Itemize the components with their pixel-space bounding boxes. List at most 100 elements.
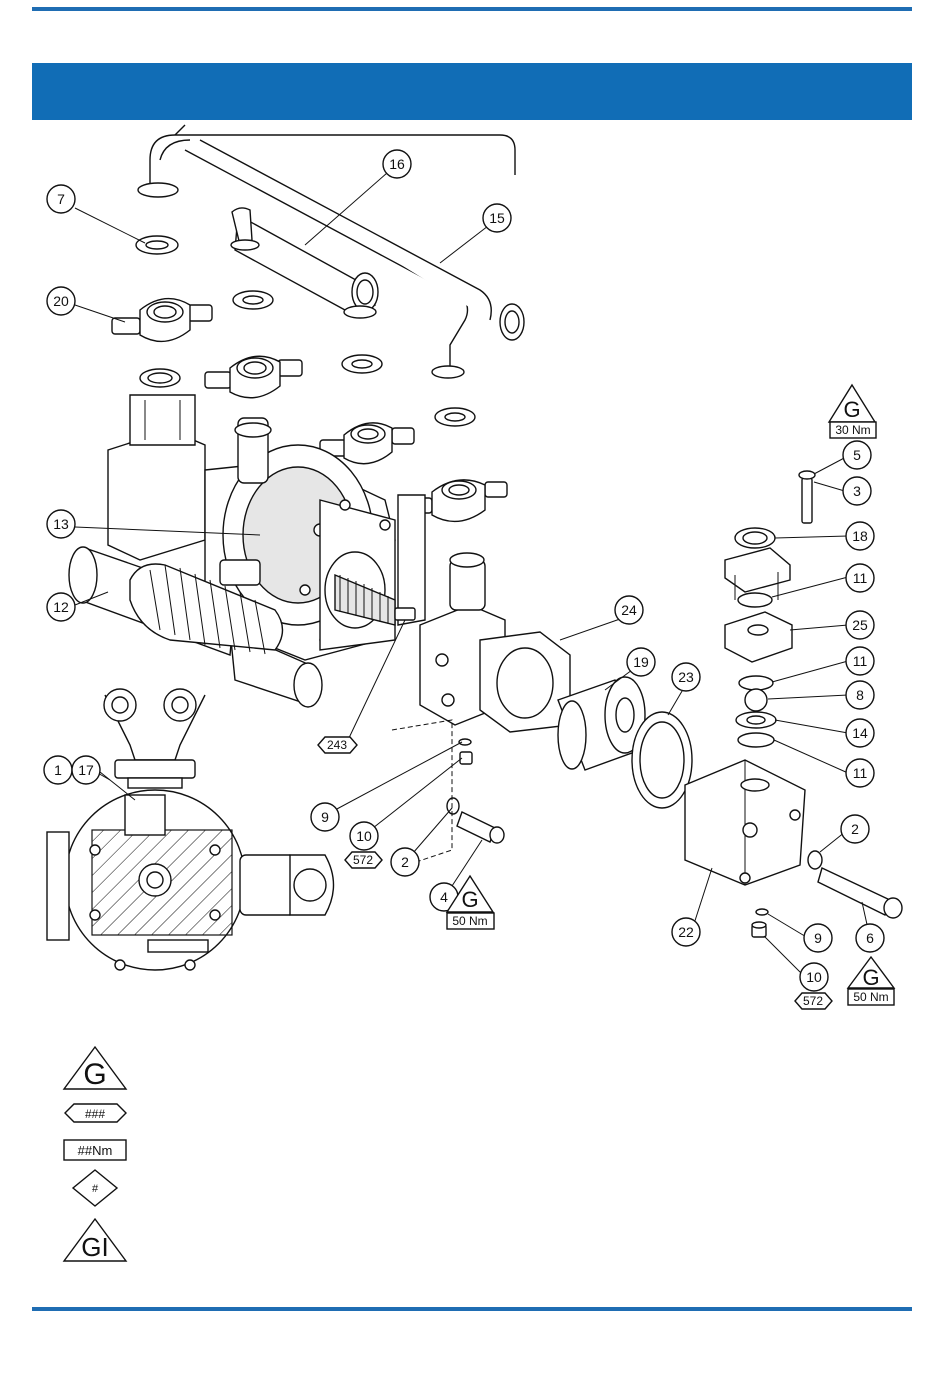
callout-23: 23 bbox=[672, 663, 700, 691]
seal-ring-23 bbox=[632, 712, 692, 808]
seat-14 bbox=[736, 712, 776, 728]
legend-torque-symbol: ##Nm bbox=[64, 1140, 126, 1160]
callout-572-right: 572 bbox=[795, 993, 832, 1009]
callout-572-left: 572 bbox=[345, 852, 382, 868]
svg-text:3: 3 bbox=[853, 483, 861, 499]
svg-text:G: G bbox=[843, 397, 860, 422]
callout-2-left: 2 bbox=[391, 848, 419, 876]
block-25 bbox=[725, 612, 792, 662]
callout-25: 25 bbox=[846, 611, 874, 639]
svg-text:20: 20 bbox=[53, 293, 69, 309]
torque-mark-50nm-right: G 50 Nm bbox=[848, 957, 894, 1005]
callout-11-mid: 11 bbox=[846, 647, 874, 675]
bolt-4 bbox=[457, 812, 504, 843]
svg-text:23: 23 bbox=[678, 669, 694, 685]
torque-mark-50nm-left: G 50 Nm bbox=[447, 876, 494, 929]
screw-3 bbox=[799, 471, 815, 523]
svg-text:G: G bbox=[83, 1058, 106, 1091]
callout-11-top: 11 bbox=[846, 564, 874, 592]
ball-8 bbox=[745, 689, 767, 711]
svg-text:15: 15 bbox=[489, 210, 505, 226]
pipe-assembly-15 bbox=[138, 125, 524, 378]
callout-12: 12 bbox=[47, 593, 75, 621]
callout-10-left: 10 bbox=[350, 822, 378, 850]
callout-16: 16 bbox=[383, 150, 411, 178]
ferrule-top-left bbox=[140, 369, 180, 387]
svg-text:12: 12 bbox=[53, 599, 69, 615]
o-ring-11-mid bbox=[739, 676, 773, 690]
svg-text:2: 2 bbox=[851, 821, 859, 837]
callout-1: 1 bbox=[44, 756, 72, 784]
front-view bbox=[47, 689, 334, 970]
callout-2-right: 2 bbox=[841, 815, 869, 843]
svg-text:6: 6 bbox=[866, 930, 874, 946]
legend-item-symbol: # bbox=[73, 1170, 117, 1206]
callout-15: 15 bbox=[483, 204, 511, 232]
svg-text:17: 17 bbox=[78, 762, 94, 778]
svg-text:9: 9 bbox=[814, 930, 822, 946]
svg-text:572: 572 bbox=[803, 994, 823, 1008]
fitting-18 bbox=[725, 528, 790, 600]
legend-grease-symbol: G bbox=[64, 1047, 126, 1091]
svg-text:G: G bbox=[461, 887, 478, 912]
callout-8: 8 bbox=[846, 681, 874, 709]
svg-text:4: 4 bbox=[440, 889, 448, 905]
svg-text:7: 7 bbox=[57, 191, 65, 207]
dashed-assembly-line bbox=[392, 720, 452, 870]
svg-text:50 Nm: 50 Nm bbox=[853, 990, 888, 1004]
svg-text:16: 16 bbox=[389, 156, 405, 172]
callout-10-right: 10 bbox=[800, 963, 828, 991]
svg-text:10: 10 bbox=[806, 969, 822, 985]
washer-9-left bbox=[459, 739, 471, 745]
callout-13: 13 bbox=[47, 510, 75, 538]
svg-text:24: 24 bbox=[621, 602, 637, 618]
callout-19: 19 bbox=[627, 648, 655, 676]
svg-text:22: 22 bbox=[678, 924, 694, 940]
filter-housing-24 bbox=[420, 553, 570, 732]
svg-text:11: 11 bbox=[853, 570, 868, 586]
bolt-6 bbox=[818, 868, 902, 918]
o-ring-11-top bbox=[738, 593, 772, 607]
callout-5: 5 bbox=[843, 441, 871, 469]
valve-block-left bbox=[108, 395, 205, 560]
callout-24: 24 bbox=[615, 596, 643, 624]
torque-mark-30nm: G 30 Nm bbox=[829, 385, 876, 438]
callout-7: 7 bbox=[47, 185, 75, 213]
svg-text:#: # bbox=[92, 1183, 99, 1195]
svg-text:50 Nm: 50 Nm bbox=[452, 914, 487, 928]
svg-text:9: 9 bbox=[321, 809, 329, 825]
svg-text:10: 10 bbox=[356, 828, 372, 844]
svg-text:GI: GI bbox=[81, 1232, 108, 1262]
svg-text:11: 11 bbox=[853, 765, 868, 781]
svg-text:5: 5 bbox=[853, 447, 861, 463]
block-22 bbox=[685, 760, 805, 885]
callout-9-left: 9 bbox=[311, 803, 339, 831]
svg-text:19: 19 bbox=[633, 654, 649, 670]
gasket-7 bbox=[136, 236, 178, 254]
plug-10-right bbox=[752, 922, 766, 937]
svg-text:8: 8 bbox=[856, 687, 864, 703]
svg-text:18: 18 bbox=[852, 528, 868, 544]
callout-3: 3 bbox=[843, 477, 871, 505]
o-ring-11-low bbox=[738, 733, 774, 747]
svg-text:13: 13 bbox=[53, 516, 69, 532]
svg-text:1: 1 bbox=[54, 762, 62, 778]
callout-18: 18 bbox=[846, 522, 874, 550]
callout-11-low: 11 bbox=[846, 759, 874, 787]
svg-text:243: 243 bbox=[327, 738, 347, 752]
callout-20: 20 bbox=[47, 287, 75, 315]
legend-gi-symbol: GI bbox=[64, 1219, 126, 1262]
clamp-2 bbox=[205, 356, 302, 398]
svg-text:14: 14 bbox=[852, 725, 868, 741]
flange-plate bbox=[320, 495, 425, 650]
svg-text:11: 11 bbox=[853, 653, 868, 669]
callout-14: 14 bbox=[846, 719, 874, 747]
washer-2-right bbox=[808, 851, 822, 869]
callout-22: 22 bbox=[672, 918, 700, 946]
callout-6: 6 bbox=[856, 924, 884, 952]
callout-17: 17 bbox=[72, 756, 100, 784]
svg-text:572: 572 bbox=[353, 853, 373, 867]
svg-text:2: 2 bbox=[401, 854, 409, 870]
svg-text:30 Nm: 30 Nm bbox=[835, 423, 870, 437]
